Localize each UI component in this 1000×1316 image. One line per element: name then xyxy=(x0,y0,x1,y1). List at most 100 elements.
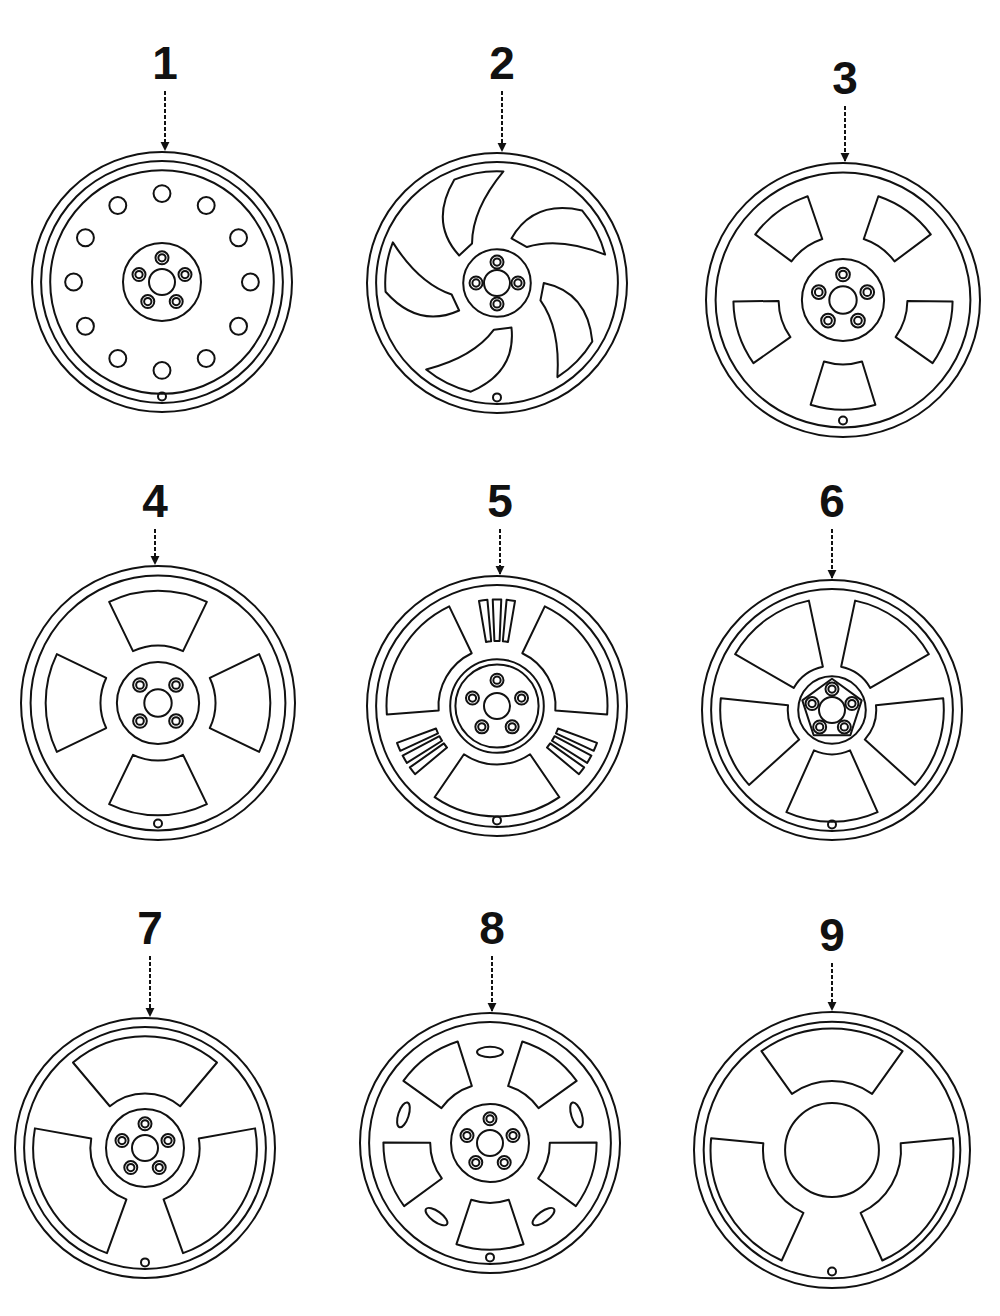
wheel-rim xyxy=(702,580,962,840)
spoke-opening xyxy=(864,196,931,261)
oval-opening xyxy=(477,1047,503,1057)
vent-hole xyxy=(77,318,94,335)
hub-pentagon xyxy=(802,679,861,735)
lug-hole xyxy=(838,720,851,733)
hub-ring xyxy=(798,676,866,744)
lug-hole-inner xyxy=(173,298,180,305)
spoke-opening xyxy=(720,698,799,785)
swirl-opening xyxy=(540,283,592,377)
wheel-rim-inner xyxy=(716,173,971,428)
lug-hole xyxy=(169,678,183,692)
vent-hole xyxy=(198,197,215,214)
vent-hole xyxy=(230,229,247,246)
wheel-rim-inner xyxy=(711,589,953,831)
spoke-opening xyxy=(46,654,107,752)
wheel-rim xyxy=(21,566,295,840)
lug-hole-inner xyxy=(848,700,855,707)
valve-stem xyxy=(839,417,847,425)
vent-hole xyxy=(77,229,94,246)
lug-hole xyxy=(470,277,483,290)
spoke-opening xyxy=(33,1128,126,1253)
lug-hole-inner xyxy=(156,1164,163,1171)
hub-ring xyxy=(802,259,884,341)
leader-arrow xyxy=(501,91,503,151)
center-bore xyxy=(149,269,175,295)
lug-hole xyxy=(491,674,504,687)
hub-ring xyxy=(451,1104,529,1182)
leader-arrow xyxy=(491,956,493,1011)
oval-opening xyxy=(394,1101,412,1129)
callout-number: 3 xyxy=(830,55,860,101)
lug-hole xyxy=(806,697,819,710)
hub-ring-outer xyxy=(450,659,544,753)
lug-hole-inner xyxy=(158,254,165,261)
lug-hole-inner xyxy=(136,717,144,725)
wheel-rim xyxy=(360,1013,620,1273)
lug-hole-inner xyxy=(828,685,835,692)
lug-hole-inner xyxy=(127,1164,134,1171)
lug-hole-inner xyxy=(815,288,823,296)
wheel xyxy=(367,576,627,836)
lug-hole-inner xyxy=(493,258,500,265)
oval-opening xyxy=(530,1205,557,1229)
lug-hole-inner xyxy=(841,723,848,730)
spoke-opening xyxy=(896,301,953,363)
wheel-rim xyxy=(15,1018,275,1278)
swirl-opening xyxy=(511,208,605,255)
lug-hole-inner xyxy=(463,1132,470,1139)
hub-ring xyxy=(455,664,538,747)
lug-hole xyxy=(469,1156,482,1169)
lug-hole xyxy=(461,1129,474,1142)
lug-hole-inner xyxy=(136,681,144,689)
lug-hole xyxy=(133,678,147,692)
spoke-opening xyxy=(841,601,929,688)
lug-hole xyxy=(836,268,850,282)
lug-hole-inner xyxy=(172,681,180,689)
spoke-opening xyxy=(811,362,876,410)
spoke-opening xyxy=(755,196,822,261)
wheel xyxy=(706,163,980,437)
callout-number: 6 xyxy=(817,478,847,524)
wheel xyxy=(694,1012,970,1288)
wheel-rim-inner xyxy=(376,162,618,404)
spoke-opening xyxy=(109,755,207,816)
center-bore xyxy=(484,693,510,719)
vent-hole xyxy=(65,274,82,291)
lug-hole xyxy=(475,720,488,733)
lug-hole xyxy=(506,1129,519,1142)
swirl-opening xyxy=(426,328,512,392)
spoke-opening xyxy=(109,591,207,652)
lug-hole xyxy=(812,285,826,299)
wheel-rim xyxy=(367,576,627,836)
vent-slot xyxy=(493,599,502,641)
lug-hole-inner xyxy=(493,300,500,307)
lug-hole xyxy=(466,692,479,705)
spoke-opening xyxy=(164,1128,257,1253)
lug-hole xyxy=(133,714,147,728)
hub-ring xyxy=(463,249,531,317)
callout-number: 5 xyxy=(485,478,515,524)
center-bore xyxy=(477,1130,503,1156)
vent-slot xyxy=(479,600,491,642)
lug-hole xyxy=(178,268,191,281)
valve-stem xyxy=(493,816,501,824)
lug-hole-inner xyxy=(144,298,151,305)
lug-hole xyxy=(156,251,169,264)
wheel-rim xyxy=(367,153,627,413)
lug-hole xyxy=(845,697,858,710)
wheel-rim-inner xyxy=(41,161,283,403)
lug-hole xyxy=(491,256,504,269)
wheel-rim xyxy=(694,1012,970,1288)
lug-hole-inner xyxy=(518,694,525,701)
oval-opening xyxy=(423,1205,450,1229)
lug-hole-inner xyxy=(472,1159,479,1166)
lug-hole xyxy=(511,277,524,290)
vent-hole xyxy=(109,350,126,367)
lug-hole-inner xyxy=(118,1137,125,1144)
lug-hole xyxy=(506,720,519,733)
lug-hole-inner xyxy=(816,723,823,730)
spoke-opening xyxy=(435,754,560,816)
lug-hole xyxy=(491,297,504,310)
